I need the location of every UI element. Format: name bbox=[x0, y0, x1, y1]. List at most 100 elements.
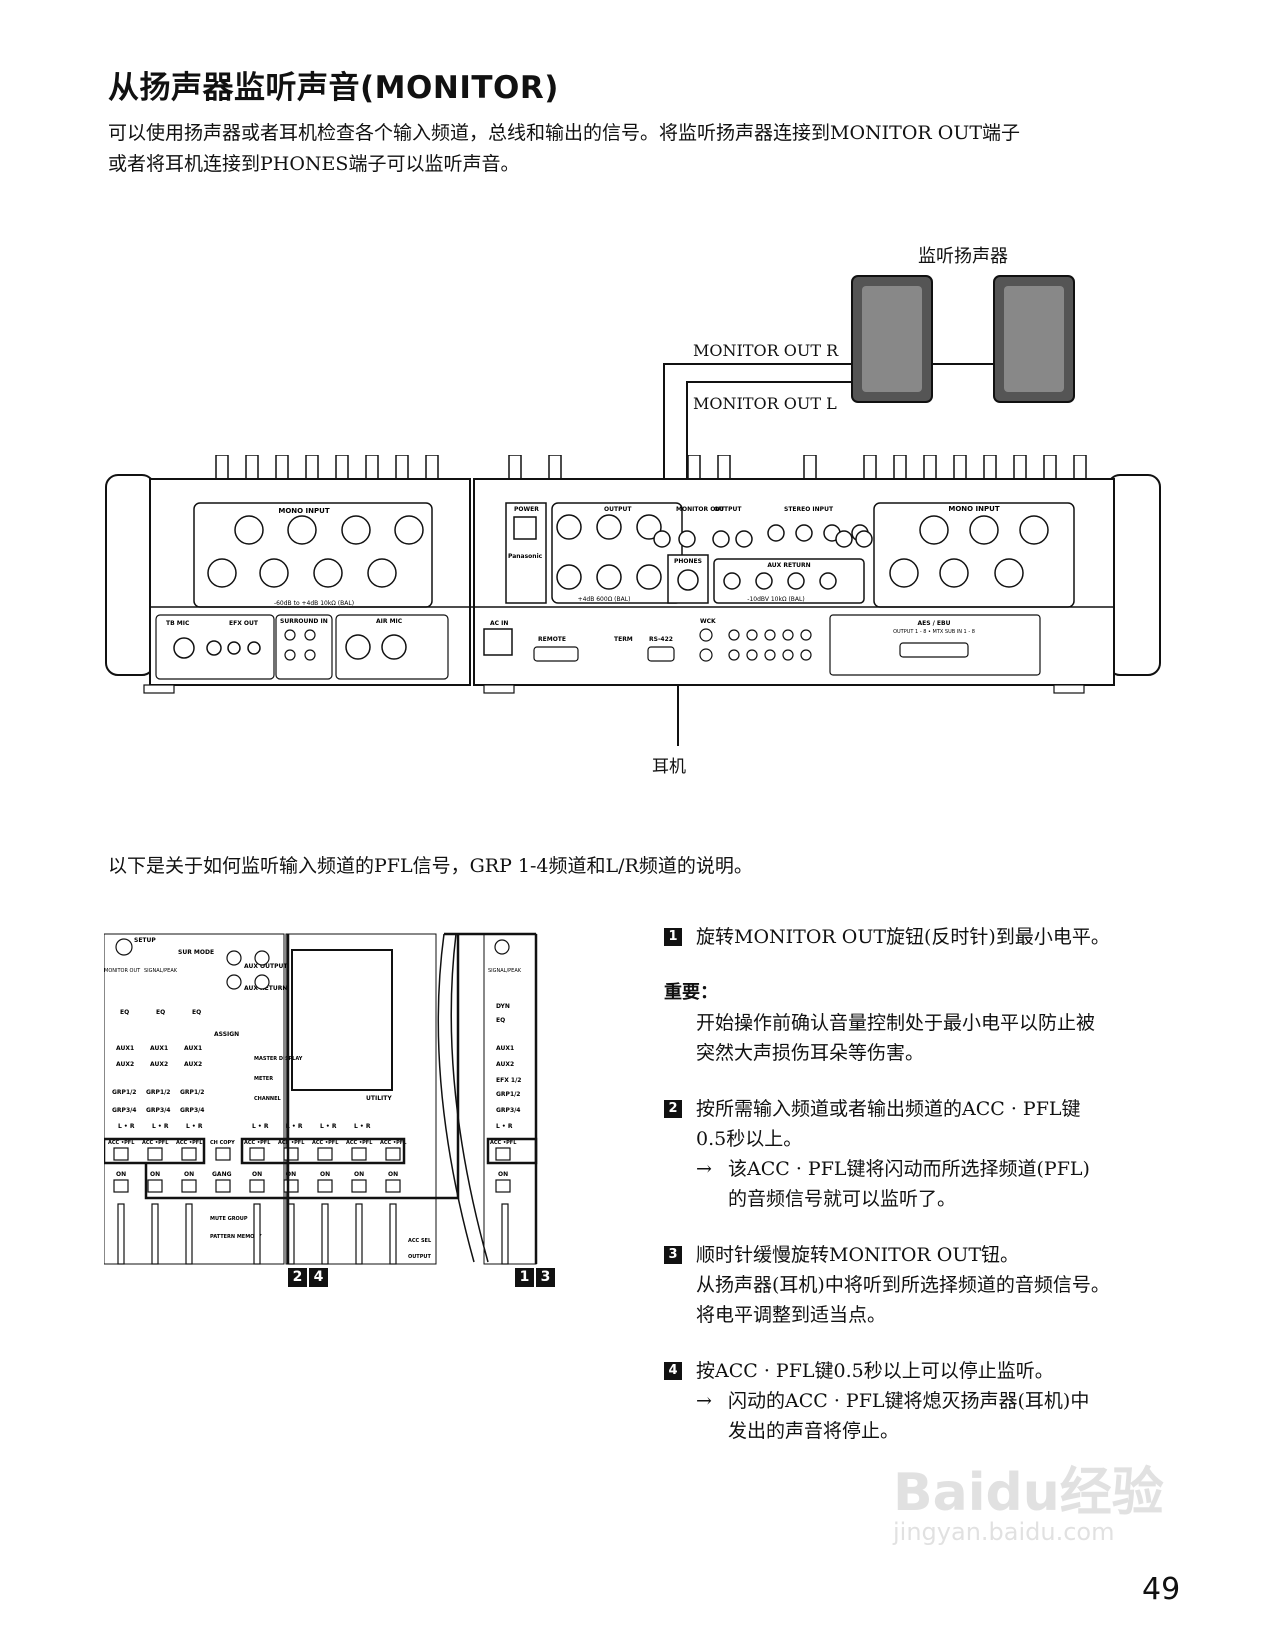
svg-text:SURROUND IN: SURROUND IN bbox=[280, 618, 328, 625]
svg-text:UTILITY: UTILITY bbox=[366, 1095, 392, 1102]
svg-text:L • R: L • R bbox=[186, 1123, 203, 1130]
svg-text:AES / EBU: AES / EBU bbox=[918, 620, 951, 627]
svg-text:GRP1/2: GRP1/2 bbox=[180, 1089, 204, 1096]
step-1: 1 旋转MONITOR OUT旋钮(反时针)到最小电平。 bbox=[664, 922, 1184, 952]
svg-text:MONITOR OUT: MONITOR OUT bbox=[104, 968, 141, 974]
monitor-out-l-label: MONITOR OUT L bbox=[693, 394, 837, 413]
callout-3: 3 bbox=[536, 1268, 555, 1287]
svg-text:WCK: WCK bbox=[700, 618, 716, 625]
svg-text:AUX2: AUX2 bbox=[496, 1061, 514, 1068]
watermark-main: Baidu经验 bbox=[893, 1463, 1164, 1523]
svg-text:ACC •PFL: ACC •PFL bbox=[312, 1140, 339, 1146]
svg-text:ACC •PFL: ACC •PFL bbox=[380, 1140, 407, 1146]
svg-text:EQ: EQ bbox=[496, 1017, 505, 1024]
step-result: 的音频信号就可以监听了。 bbox=[728, 1188, 957, 1210]
important-line: 开始操作前确认音量控制处于最小电平以防止被 bbox=[696, 1012, 1096, 1034]
important-note: 重要： 开始操作前确认音量控制处于最小电平以防止被 突然大声损伤耳朵等伤害。 bbox=[664, 978, 1184, 1068]
important-line: 突然大声损伤耳朵等伤害。 bbox=[696, 1042, 925, 1064]
svg-text:OUTPUT: OUTPUT bbox=[604, 506, 632, 513]
svg-text:AUX2: AUX2 bbox=[116, 1061, 134, 1068]
svg-text:ON: ON bbox=[498, 1171, 508, 1178]
step-text: 旋转MONITOR OUT旋钮(反时针)到最小电平。 bbox=[696, 926, 1110, 948]
svg-text:GRP3/4: GRP3/4 bbox=[496, 1107, 520, 1114]
step-number: 2 bbox=[664, 1100, 682, 1118]
svg-text:GRP1/2: GRP1/2 bbox=[112, 1089, 136, 1096]
svg-text:SUR MODE: SUR MODE bbox=[178, 949, 214, 956]
page-title: 从扬声器监听声音(MONITOR) bbox=[108, 70, 559, 106]
step-number: 1 bbox=[664, 928, 682, 946]
svg-text:EFX OUT: EFX OUT bbox=[229, 620, 259, 627]
svg-text:ON: ON bbox=[116, 1171, 126, 1178]
step-text: 顺时针缓慢旋转MONITOR OUT钮。 bbox=[696, 1244, 1020, 1266]
step-2: 2 按所需输入频道或者输出频道的ACC · PFL键 0.5秒以上。 →该ACC… bbox=[664, 1094, 1184, 1214]
svg-text:ON: ON bbox=[286, 1171, 296, 1178]
step-number: 4 bbox=[664, 1362, 682, 1380]
page-number: 49 bbox=[1142, 1572, 1181, 1607]
monitor-out-r-label: MONITOR OUT R bbox=[693, 341, 839, 360]
svg-text:AC IN: AC IN bbox=[490, 620, 508, 627]
console-rear-panel: MONO INPUT -60dB to +4dB 10kΩ (BAL) POWE… bbox=[105, 455, 1161, 694]
step-number: 3 bbox=[664, 1246, 682, 1264]
svg-text:ASSIGN: ASSIGN bbox=[214, 1031, 239, 1038]
svg-text:PHONES: PHONES bbox=[674, 558, 702, 565]
svg-text:ACC •PFL: ACC •PFL bbox=[108, 1140, 135, 1146]
svg-text:L • R: L • R bbox=[286, 1123, 303, 1130]
step-3: 3 顺时针缓慢旋转MONITOR OUT钮。 从扬声器(耳机)中将听到所选择频道… bbox=[664, 1240, 1184, 1330]
svg-text:ACC SEL: ACC SEL bbox=[408, 1238, 432, 1244]
arrow-icon: → bbox=[696, 1158, 712, 1180]
speakers-label: 监听扬声器 bbox=[918, 246, 1008, 267]
svg-text:EQ: EQ bbox=[156, 1009, 165, 1016]
svg-text:DYN: DYN bbox=[496, 1003, 510, 1010]
svg-text:ON: ON bbox=[388, 1171, 398, 1178]
speakers-figure bbox=[663, 275, 1075, 746]
svg-text:L • R: L • R bbox=[118, 1123, 135, 1130]
svg-text:ACC •PFL: ACC •PFL bbox=[278, 1140, 305, 1146]
svg-text:AUX OUTPUT: AUX OUTPUT bbox=[244, 963, 288, 970]
arrow-icon: → bbox=[696, 1390, 712, 1412]
svg-text:ON: ON bbox=[150, 1171, 160, 1178]
step-result: 闪动的ACC · PFL键将熄灭扬声器(耳机)中 bbox=[728, 1390, 1090, 1412]
svg-text:ACC •PFL: ACC •PFL bbox=[142, 1140, 169, 1146]
svg-text:SIGNAL/PEAK: SIGNAL/PEAK bbox=[144, 968, 178, 974]
svg-text:-60dB to +4dB 10kΩ (BAL): -60dB to +4dB 10kΩ (BAL) bbox=[274, 600, 354, 607]
intro-line-1: 可以使用扬声器或者耳机检查各个输入频道，总线和输出的信号。将监听扬声器连接到MO… bbox=[108, 122, 1021, 144]
svg-text:EFX 1/2: EFX 1/2 bbox=[496, 1077, 521, 1084]
svg-text:TERM: TERM bbox=[614, 636, 633, 643]
intro-paragraph: 可以使用扬声器或者耳机检查各个输入频道，总线和输出的信号。将监听扬声器连接到MO… bbox=[108, 118, 1020, 180]
svg-text:GRP1/2: GRP1/2 bbox=[146, 1089, 170, 1096]
svg-text:+4dB 600Ω (BAL): +4dB 600Ω (BAL) bbox=[578, 596, 631, 603]
svg-text:GANG: GANG bbox=[212, 1171, 232, 1178]
svg-text:L • R: L • R bbox=[320, 1123, 337, 1130]
baidu-watermark: Baidu经验 jingyan.baidu.com bbox=[893, 1432, 1183, 1552]
svg-text:ACC •PFL: ACC •PFL bbox=[176, 1140, 203, 1146]
svg-text:GRP3/4: GRP3/4 bbox=[112, 1107, 136, 1114]
svg-text:REMOTE: REMOTE bbox=[538, 636, 566, 643]
svg-text:CH COPY: CH COPY bbox=[210, 1140, 235, 1146]
subnote-text: 以下是关于如何监听输入频道的PFL信号，GRP 1-4频道和L/R频道的说明。 bbox=[108, 855, 753, 877]
step-result: 该ACC · PFL键将闪动而所选择频道(PFL) bbox=[728, 1158, 1090, 1180]
svg-text:ON: ON bbox=[320, 1171, 330, 1178]
svg-text:GRP1/2: GRP1/2 bbox=[496, 1091, 520, 1098]
svg-text:AUX2: AUX2 bbox=[184, 1061, 202, 1068]
step-result: 发出的声音将停止。 bbox=[728, 1420, 900, 1442]
svg-text:L • R: L • R bbox=[252, 1123, 269, 1130]
watermark-sub: jingyan.baidu.com bbox=[893, 1518, 1115, 1546]
control-surface-figure: SETUP SUR MODE AUX OUTPUT AUX RETURN MON… bbox=[104, 932, 538, 1265]
svg-text:MONO INPUT: MONO INPUT bbox=[948, 505, 999, 513]
svg-text:EQ: EQ bbox=[120, 1009, 129, 1016]
svg-text:ON: ON bbox=[354, 1171, 364, 1178]
svg-text:Panasonic: Panasonic bbox=[508, 553, 543, 560]
svg-text:-10dBV 10kΩ (BAL): -10dBV 10kΩ (BAL) bbox=[747, 596, 804, 603]
svg-text:TB MIC: TB MIC bbox=[166, 620, 190, 627]
svg-text:MASTER DISPLAY: MASTER DISPLAY bbox=[254, 1056, 303, 1062]
callout-2: 2 bbox=[288, 1268, 307, 1287]
svg-text:METER: METER bbox=[254, 1076, 273, 1082]
step-text: 将电平调整到适当点。 bbox=[696, 1304, 887, 1326]
svg-text:L • R: L • R bbox=[152, 1123, 169, 1130]
steps-list: 1 旋转MONITOR OUT旋钮(反时针)到最小电平。 重要： 开始操作前确认… bbox=[664, 922, 1184, 1472]
svg-text:GRP3/4: GRP3/4 bbox=[180, 1107, 204, 1114]
callout-1: 1 bbox=[515, 1268, 534, 1287]
svg-text:L • R: L • R bbox=[354, 1123, 371, 1130]
svg-text:AUX2: AUX2 bbox=[150, 1061, 168, 1068]
svg-text:RS-422: RS-422 bbox=[649, 636, 673, 643]
